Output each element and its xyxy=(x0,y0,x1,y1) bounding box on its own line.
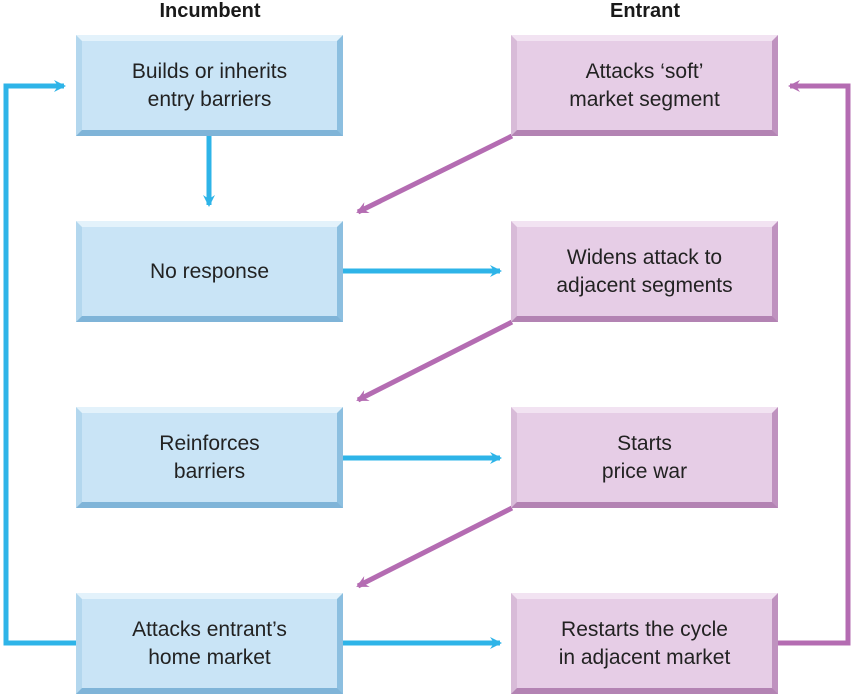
arrow-widens-to-reinforces xyxy=(356,319,514,403)
box-builds-entry-barriers: Builds or inherits entry barriers xyxy=(76,35,343,136)
arrow-soft-to-no-response xyxy=(356,133,514,215)
arrow-price-war-to-attacks-home xyxy=(356,505,514,589)
incumbent-header: Incumbent xyxy=(159,0,261,22)
box-attacks-entrant-home-market: Attacks entrant’s home market xyxy=(76,593,343,694)
box-no-response: No response xyxy=(76,221,343,322)
arrow-loop-back-to-soft xyxy=(777,80,851,646)
box-reinforces-barriers: Reinforces barriers xyxy=(76,407,343,508)
box-attacks-soft-segment: Attacks ‘soft’ market segment xyxy=(511,35,778,136)
entrant-header: Entrant xyxy=(610,0,680,22)
box-widens-attack: Widens attack to adjacent segments xyxy=(511,221,778,322)
box-restarts-cycle: Restarts the cycle in adjacent market xyxy=(511,593,778,694)
box-starts-price-war: Starts price war xyxy=(511,407,778,508)
arrow-loop-back-to-builds xyxy=(3,80,76,646)
